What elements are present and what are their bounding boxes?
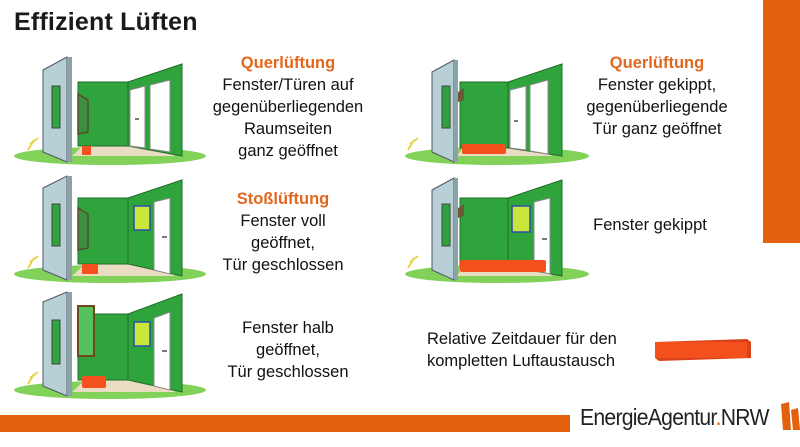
room-open-window-closed-door-icon [14,175,206,283]
energieagentur-logo: EnergieAgentur.NRW [580,397,800,437]
caption-heading: Querlüftung [609,54,705,72]
caption-line: gegenüberliegende [586,98,728,116]
legend-line: Relative Zeitdauer für den [427,330,617,348]
caption-line: Fenster/Türen auf [222,76,354,94]
accent-side-bar [763,0,800,243]
caption-tilted: Fenster gekippt [590,214,710,236]
room-half-open-window-closed-door-icon [14,291,206,399]
caption-line: geöffnet, [256,341,320,359]
caption-line: Fenster gekippt, [597,76,717,94]
legend-label: Relative Zeitdauer für den kompletten Lu… [427,328,617,372]
energieagentur-logo-mark-icon [781,402,800,430]
caption-half-open: Fenster halb geöffnet, Tür geschlossen [208,317,368,383]
caption-line: Tür geschlossen [222,256,344,274]
caption-line: Fenster halb [242,319,334,337]
room-tilted-window-closed-door-icon [405,177,589,283]
caption-line: Tür ganz geöffnet [592,120,722,138]
legend-line: kompletten Luftaustausch [427,352,616,370]
caption-line: Tür geschlossen [227,363,349,381]
caption-heading: Querlüftung [240,54,336,72]
room-open-window-open-door-icon [14,56,206,165]
page-title: Effizient Lüften [14,8,198,36]
caption-line: Fenster gekippt [593,216,707,234]
caption-heading: Stoßlüftung [236,190,330,208]
duration-bar-icon [655,339,751,361]
logo-text: EnergieAgentur.NRW [580,403,769,430]
caption-shock: Stoßlüftung Fenster voll geöffnet, Tür g… [208,188,358,276]
caption-line: geöffnet, [251,234,315,252]
caption-line: Fenster voll [240,212,326,230]
room-illustration-tilted [402,172,597,284]
accent-bottom-bar [0,415,570,432]
caption-cross-full: Querlüftung Fenster/Türen auf gegenüberl… [198,52,378,162]
caption-line: ganz geöffnet [238,142,338,160]
caption-line: Raumseiten [243,120,333,138]
room-illustration-shock [10,172,210,284]
room-tilted-window-open-door-icon [405,59,589,165]
room-illustration-half-open [10,290,210,402]
room-illustration-cross-full [10,52,210,167]
room-illustration-cross-tilted [402,52,597,167]
caption-line: gegenüberliegenden [212,98,364,116]
caption-cross-tilted: Querlüftung Fenster gekippt, gegenüberli… [572,52,742,140]
